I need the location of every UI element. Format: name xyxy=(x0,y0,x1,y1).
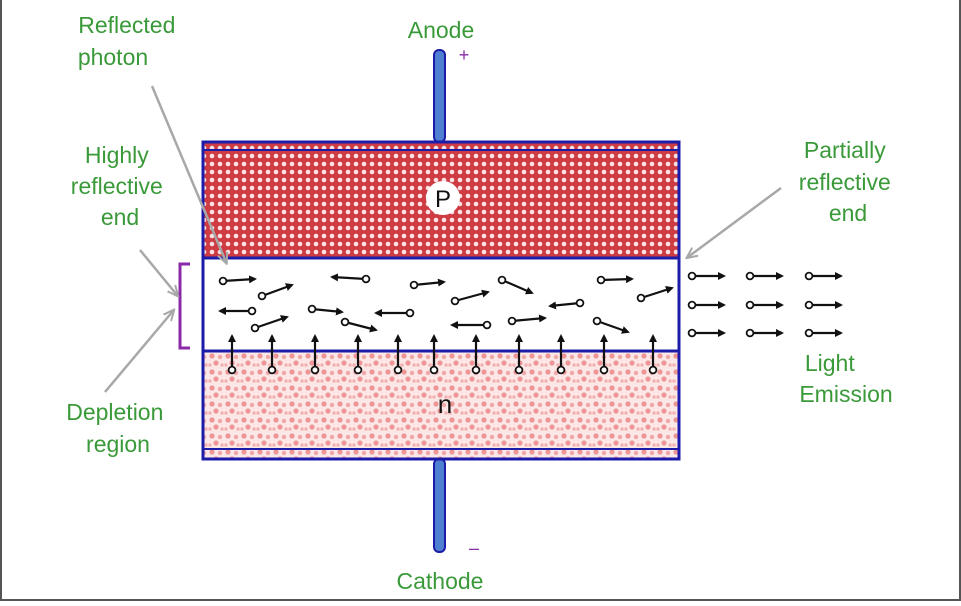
photon-arrow xyxy=(548,298,585,310)
highly-reflective-label: Highly reflective end xyxy=(71,142,169,230)
plus-sign: + xyxy=(459,45,470,65)
highly-reflective-pointer xyxy=(139,249,177,295)
photon-arrow xyxy=(340,317,378,333)
emitted-photon-arrow xyxy=(745,328,784,338)
photon-arrow xyxy=(450,289,490,306)
depletion-bracket xyxy=(178,262,190,350)
carrier-arrow xyxy=(599,334,609,375)
photon-arrow xyxy=(218,306,257,316)
emitted-photon-arrow xyxy=(745,271,784,281)
depletion-pointer xyxy=(104,311,173,393)
carrier-group xyxy=(227,334,658,375)
light-emission-label: Light Emission xyxy=(799,350,892,407)
carrier-arrow xyxy=(648,334,658,375)
frame-left-border xyxy=(0,0,2,601)
photon-arrow xyxy=(218,275,257,286)
emitted-photon-arrow xyxy=(687,328,726,338)
photon-arrow xyxy=(409,278,446,290)
carrier-arrow xyxy=(471,334,481,375)
carrier-arrow xyxy=(429,334,439,375)
carrier-arrow xyxy=(393,334,403,375)
p-label-circle xyxy=(426,181,460,215)
cathode-label: Cathode xyxy=(397,568,484,594)
anode-label: Anode xyxy=(408,17,475,43)
reflected-photon-label: Reflected photon xyxy=(78,12,182,70)
photon-arrow xyxy=(330,273,371,284)
carrier-arrow xyxy=(556,334,566,375)
partially-reflective-pointer xyxy=(688,186,782,257)
carrier-arrow xyxy=(514,334,524,375)
photon-arrow xyxy=(507,314,547,326)
carrier-arrow xyxy=(353,334,363,375)
anode-lead xyxy=(433,49,446,143)
depletion-layer xyxy=(201,256,681,353)
emitted-photon-arrow xyxy=(804,328,843,338)
photon-group xyxy=(218,273,674,334)
emitted-photon-arrow xyxy=(687,300,726,310)
emitted-photon-arrow xyxy=(745,300,784,310)
emitted-photon-arrow xyxy=(687,271,726,281)
photon-arrow xyxy=(374,308,415,318)
photon-arrow xyxy=(636,286,674,303)
partially-reflective-label: Partially reflective end xyxy=(799,137,897,226)
photon-arrow xyxy=(257,283,294,301)
photon-arrow xyxy=(307,304,344,316)
photon-arrow xyxy=(596,275,634,285)
emitted-photon-arrow xyxy=(804,300,843,310)
depletion-region-label: Depletion region xyxy=(66,399,170,457)
photon-arrow xyxy=(497,275,534,295)
photon-arrow xyxy=(450,320,492,330)
frame-bottom-border xyxy=(0,599,961,601)
reflected-photon-pointer xyxy=(150,85,226,262)
frame-right-border xyxy=(959,0,961,601)
carrier-arrow xyxy=(227,334,237,375)
n-region xyxy=(201,349,681,461)
carrier-arrow xyxy=(310,334,320,375)
carrier-arrow xyxy=(267,334,277,375)
photon-arrow xyxy=(250,315,289,333)
cathode-lead xyxy=(433,458,446,553)
photon-arrow xyxy=(592,316,630,334)
minus-sign: – xyxy=(469,538,479,558)
n-region-label: n xyxy=(438,389,452,419)
light-emission-group xyxy=(687,271,843,338)
emitted-photon-arrow xyxy=(804,271,843,281)
p-region-label: P xyxy=(435,186,451,213)
